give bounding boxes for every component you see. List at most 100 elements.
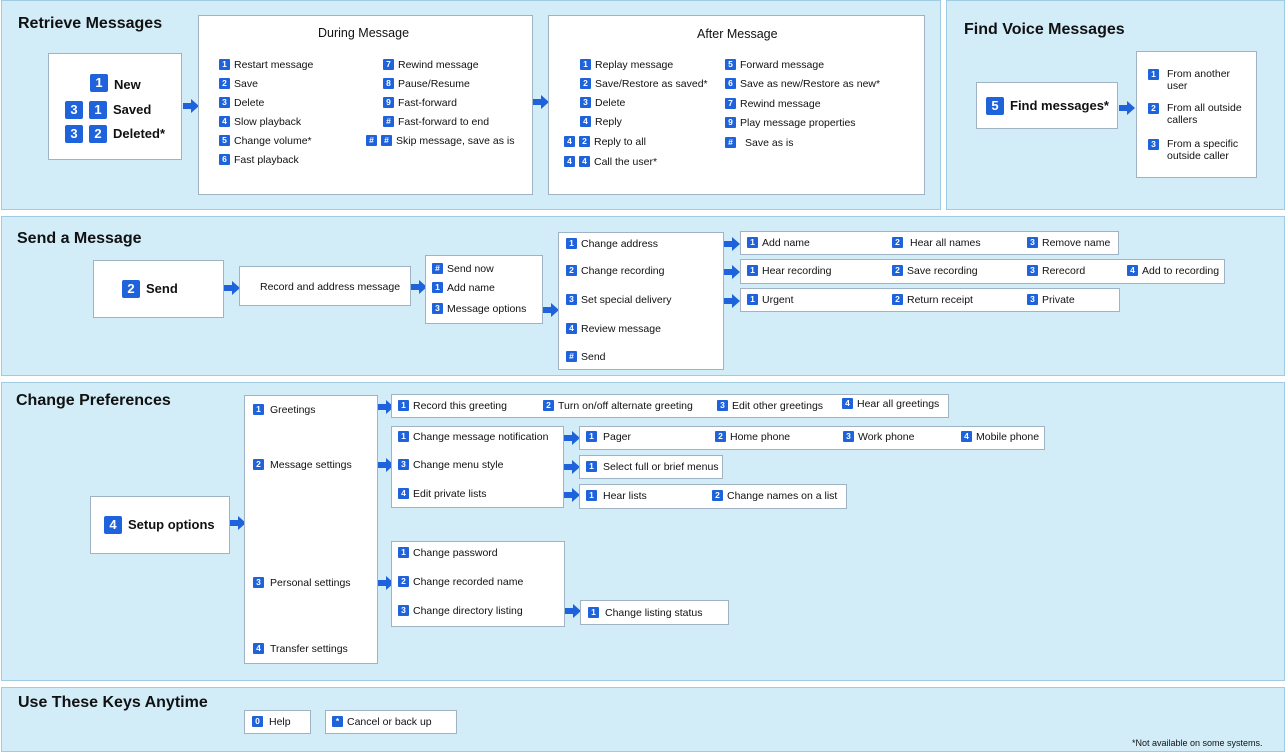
item-label: Find messages* (1010, 97, 1109, 113)
key-badge: 2 (892, 237, 903, 248)
after-item[interactable]: #Save as is (725, 136, 793, 150)
item-label: Change menu style (413, 459, 504, 471)
during-item[interactable]: #Fast-forward to end (383, 115, 489, 129)
item-label: Record this greeting (413, 400, 507, 412)
arrow-icon (565, 604, 581, 618)
item-label: Help (269, 716, 291, 728)
cancel-key[interactable]: *Cancel or back up (332, 715, 432, 729)
retrieve-new[interactable]: 1 New (90, 73, 141, 92)
send-option[interactable]: #Send now (432, 262, 494, 276)
key-badge: 9 (383, 97, 394, 108)
msg-option[interactable]: #Send (566, 350, 606, 364)
key-badge: 2 (580, 78, 591, 89)
retrieve-saved[interactable]: 3 1 Saved (65, 100, 151, 119)
key-badge: 2 (219, 78, 230, 89)
record-address[interactable]: Record and address message (260, 281, 401, 293)
msg-options-box (558, 232, 724, 370)
item-label: Rewind message (398, 59, 479, 71)
key-badge: # (366, 135, 377, 146)
item-label: New (114, 76, 141, 92)
key-badge: 1 (398, 400, 409, 411)
send-title: Send a Message (17, 230, 142, 247)
greeting-item[interactable]: 1 Record this greeting (398, 399, 507, 413)
item-label: Change message notification (413, 431, 549, 443)
item-label: Deleted* (113, 125, 166, 141)
item-label: Change address (581, 238, 659, 250)
key-badge: 1 (566, 238, 577, 249)
find-messages[interactable]: 5 Find messages* (986, 96, 1109, 115)
item-label: Save recording (907, 265, 978, 277)
key-badge: # (566, 351, 577, 362)
key-badge: 4 (564, 136, 575, 147)
item-label: Change volume* (234, 135, 312, 147)
arrow-icon (564, 460, 580, 474)
msg-option[interactable]: 1 Change address (566, 237, 658, 251)
key-badge: 4 (564, 156, 575, 167)
send-button[interactable]: 2 Send (122, 279, 178, 298)
setup-options[interactable]: 4 Setup options (104, 515, 215, 534)
during-item[interactable]: ##Skip message, save as is (366, 134, 514, 148)
retrieve-deleted[interactable]: 3 2 Deleted* (65, 124, 165, 143)
key-badge: 1 (1148, 69, 1159, 80)
